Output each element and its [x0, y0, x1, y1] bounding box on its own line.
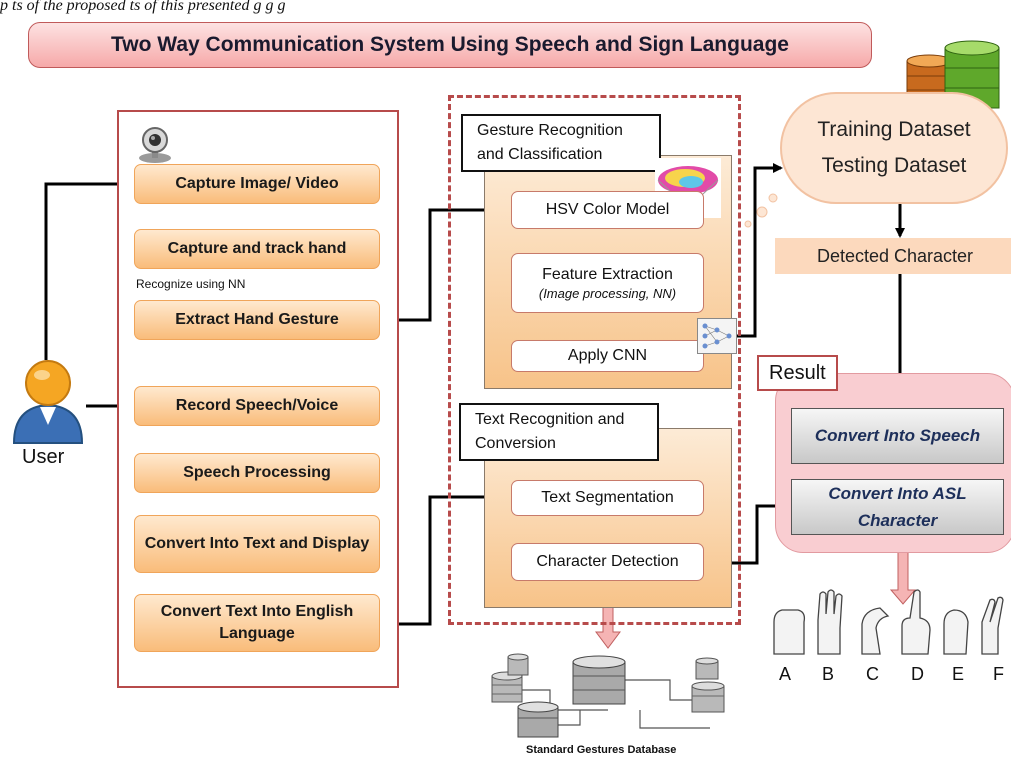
hsv-model-box: HSV Color Model	[511, 191, 704, 229]
asl-letter-b: B	[822, 664, 835, 684]
detected-character-box: Detected Character	[775, 238, 1011, 274]
text-segmentation-box: Text Segmentation	[511, 480, 704, 516]
asl-letter-e: E	[952, 664, 965, 684]
neural-network-icon	[697, 318, 737, 354]
asl-letter-f: F	[993, 664, 1004, 684]
asl-letter-d: D	[911, 664, 924, 684]
gestures-database-icon	[491, 653, 725, 738]
convert-text-step: Convert Into Text and Display	[134, 515, 380, 573]
convert-speech-box: Convert Into Speech	[791, 408, 1004, 464]
feature-extraction-label: Feature Extraction	[542, 265, 673, 283]
record-speech-step: Record Speech/Voice	[134, 386, 380, 426]
gesture-panel-header: Gesture Recognition and Classification	[461, 114, 661, 172]
database-caption: Standard Gestures Database	[526, 744, 677, 756]
convert-asl-box: Convert Into ASL Character	[791, 479, 1004, 535]
user-label: User	[22, 446, 65, 468]
text-panel-header: Text Recognition and Conversion	[459, 403, 659, 461]
testing-dataset-label: Testing Dataset	[821, 154, 967, 177]
user-icon	[12, 360, 84, 444]
user-to-capture-arrow	[44, 179, 136, 360]
track-hand-step: Capture and track hand	[134, 229, 380, 269]
db-cylinder-group	[491, 653, 725, 738]
english-to-segmentation-arrow	[380, 492, 510, 626]
asl-hand-signs-icon	[773, 589, 1004, 655]
diagram-title: Two Way Communication System Using Speec…	[28, 22, 872, 68]
result-label: Result	[757, 355, 838, 391]
capture-image-step: Capture Image/ Video	[134, 164, 380, 204]
character-detection-box: Character Detection	[511, 543, 704, 581]
feature-extraction-box: Feature Extraction (Image processing, NN…	[511, 253, 704, 313]
asl-letter-a: A	[779, 664, 792, 684]
nn-recognition-note: Recognize using NN	[136, 277, 246, 291]
dataset-cloud: Training Dataset Testing Dataset	[780, 92, 1008, 204]
webcam-icon	[139, 127, 171, 163]
feature-extraction-sublabel: (Image processing, NN)	[538, 285, 677, 301]
training-dataset-label: Training Dataset	[817, 118, 971, 141]
extract-gesture-step: Extract Hand Gesture	[134, 300, 380, 340]
cropped-caption-text: p ts of the proposed ts of this presente…	[0, 0, 286, 14]
asl-letter-c: C	[866, 664, 879, 684]
recognition-panel	[448, 95, 741, 625]
apply-cnn-box: Apply CNN	[511, 340, 704, 372]
speech-processing-step: Speech Processing	[134, 453, 380, 493]
convert-english-step: Convert Text Into English Language	[134, 594, 380, 652]
extract-to-hsv-arrow	[380, 205, 510, 322]
